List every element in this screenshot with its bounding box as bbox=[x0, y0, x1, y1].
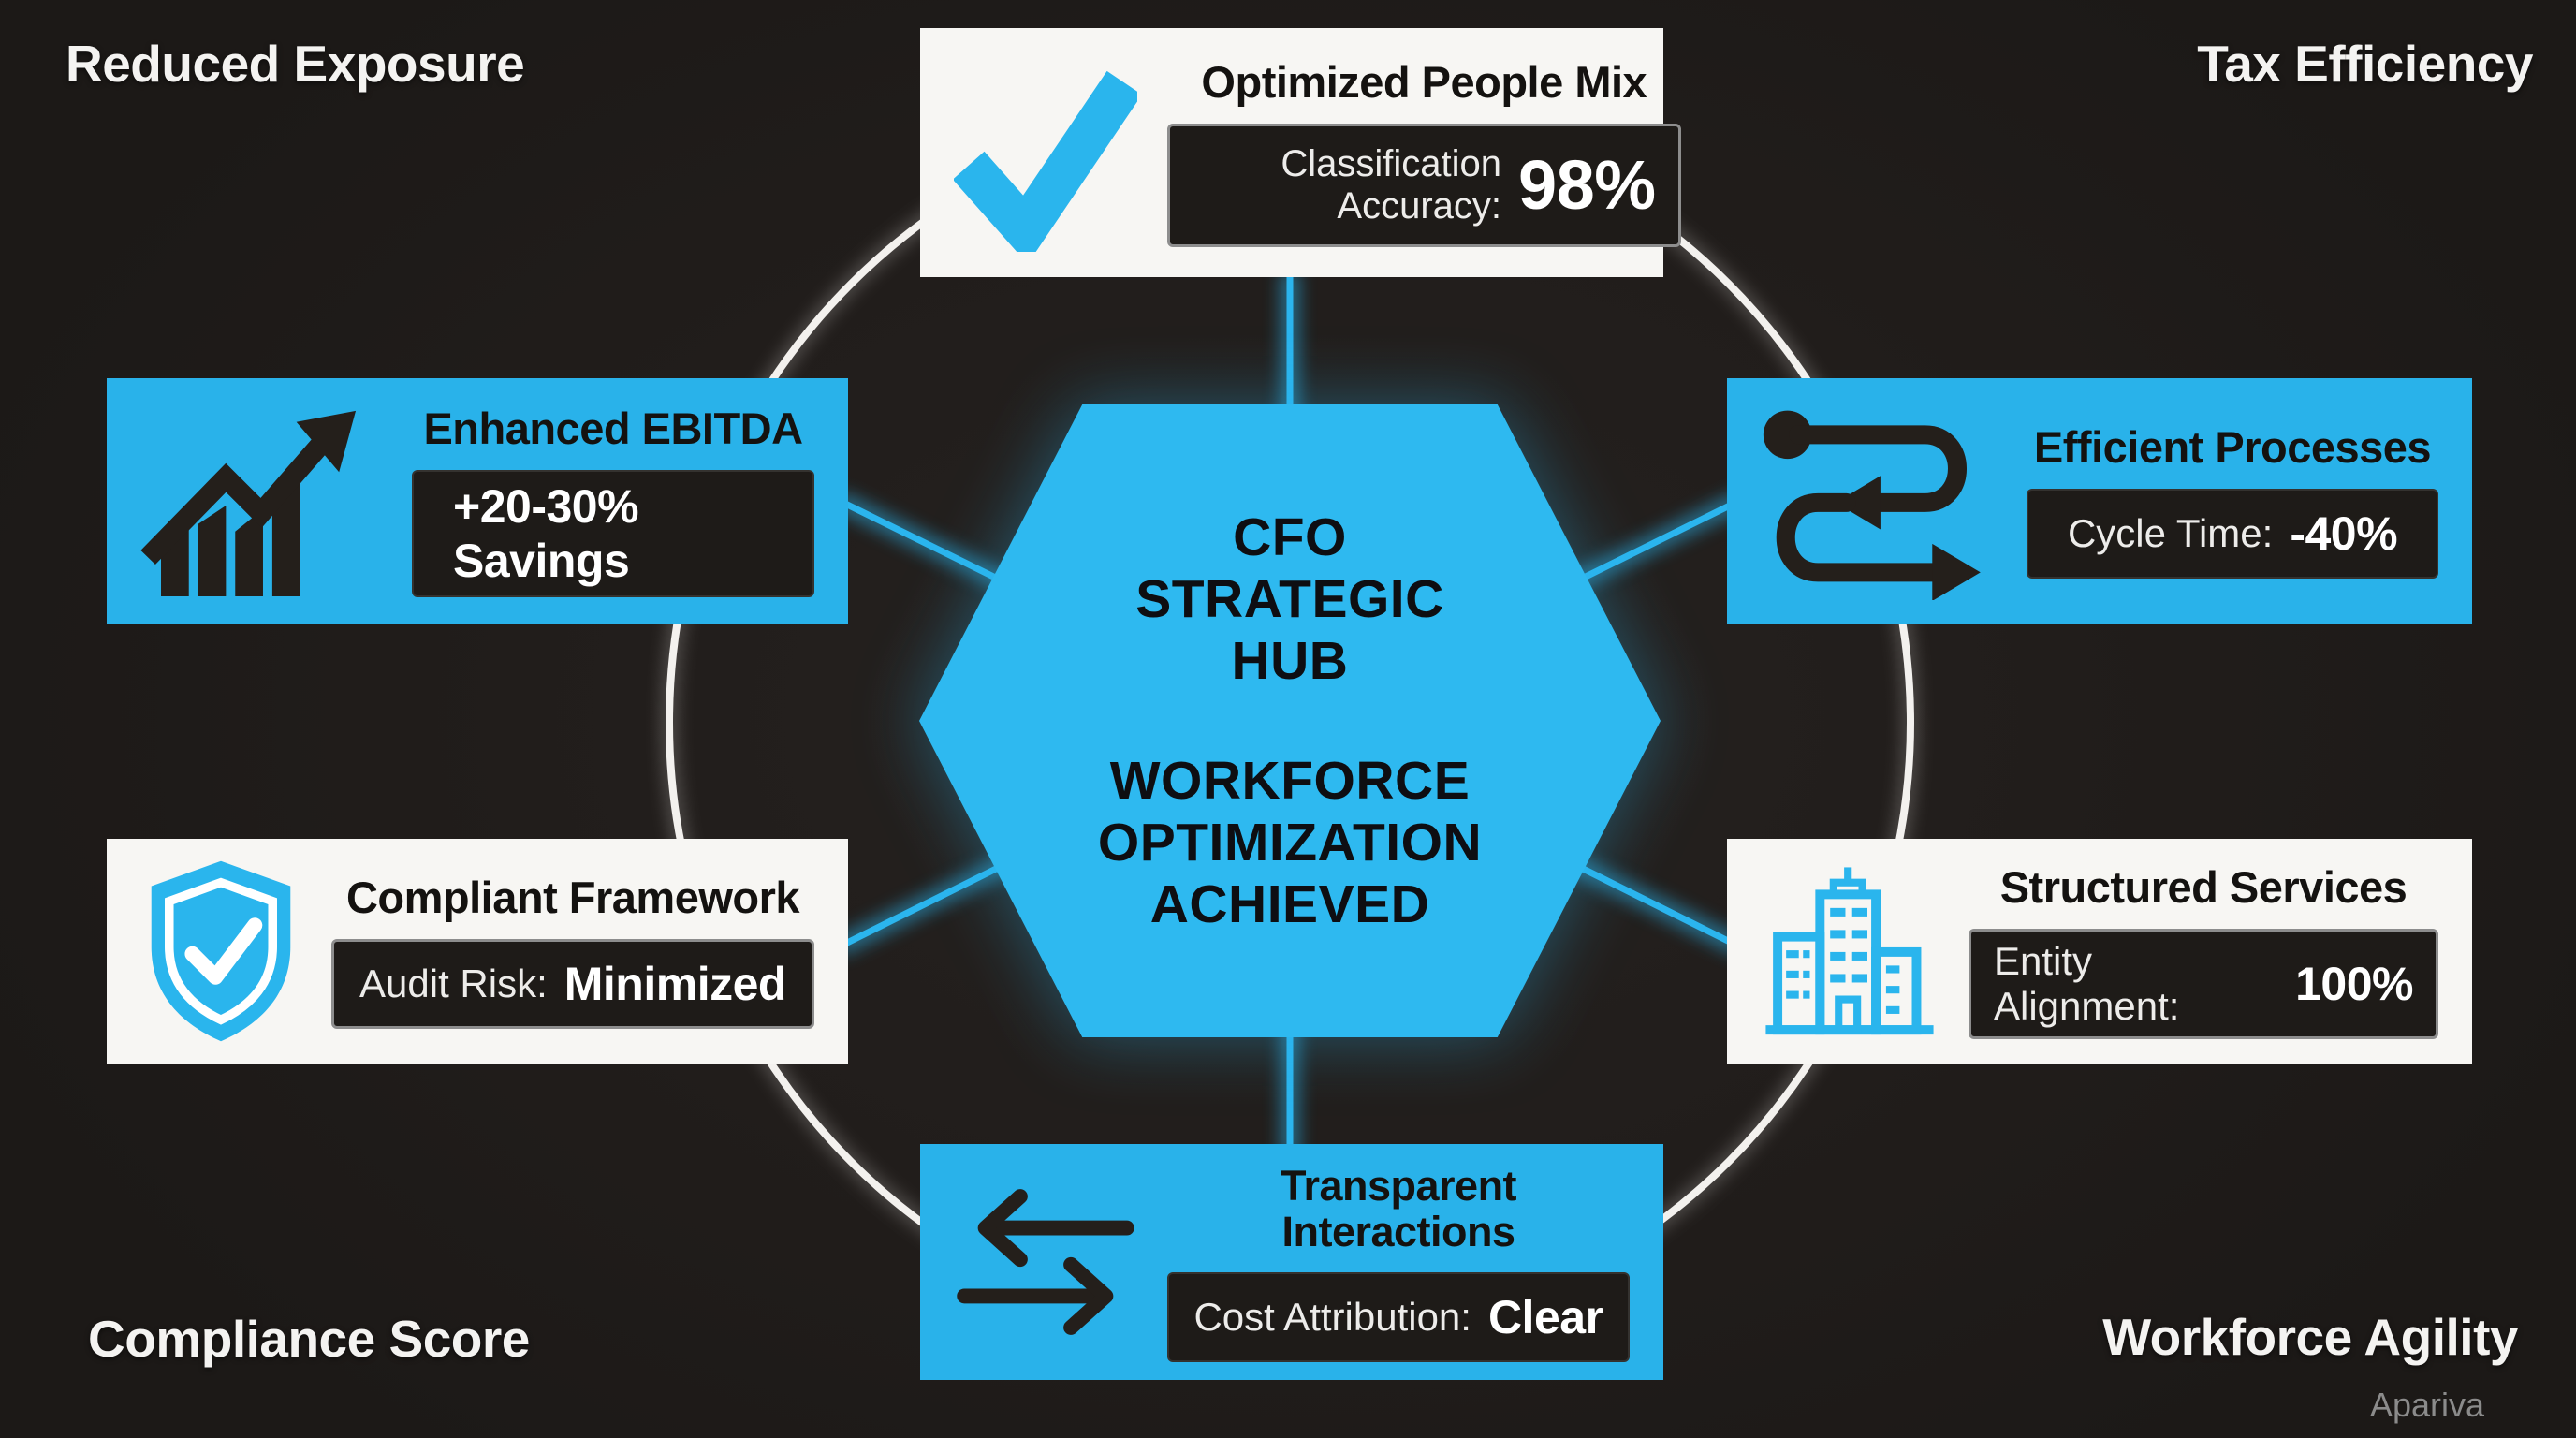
node-efficient-processes: Efficient Processes Cycle Time: -40% bbox=[1727, 378, 2472, 624]
hub-title-line: HUB bbox=[1231, 630, 1349, 691]
node-compliant-framework: Compliant Framework Audit Risk: Minimize… bbox=[107, 839, 848, 1064]
hub-title-line: CFO bbox=[1233, 506, 1347, 567]
hub-subtitle-line: WORKFORCE bbox=[1109, 751, 1471, 811]
node-structured-services: Structured Services Entity Alignment: 10… bbox=[1727, 839, 2472, 1064]
metric-badge: Classification Accuracy: 98% bbox=[1167, 123, 1681, 247]
metric-label: Cost Attribution: bbox=[1193, 1294, 1471, 1339]
node-title: Efficient Processes bbox=[2033, 422, 2432, 473]
check-icon bbox=[954, 70, 1137, 252]
metric-value: Minimized bbox=[564, 957, 787, 1010]
node-title: Optimized People Mix bbox=[1201, 57, 1647, 108]
node-enhanced-ebitda: Enhanced EBITDA +20-30% Savings bbox=[107, 378, 848, 624]
metric-badge: Cycle Time: -40% bbox=[2027, 488, 2438, 579]
metric-badge: Audit Risk: Minimized bbox=[331, 938, 814, 1029]
metric-badge: +20-30% Savings bbox=[412, 469, 814, 597]
node-title: Enhanced EBITDA bbox=[423, 404, 803, 454]
shield-check-icon bbox=[151, 860, 291, 1042]
corner-label-top-left: Reduced Exposure bbox=[66, 35, 525, 93]
node-optimized-people-mix: Optimized People Mix Classification Accu… bbox=[920, 28, 1681, 277]
node-title: Structured Services bbox=[1999, 862, 2408, 913]
node-title: Compliant Framework bbox=[345, 873, 800, 923]
corner-label-top-right: Tax Efficiency bbox=[2197, 35, 2533, 93]
metric-value: Clear bbox=[1487, 1290, 1603, 1343]
metric-label: Audit Risk: bbox=[359, 961, 548, 1005]
metric-badge: Entity Alignment: 100% bbox=[1969, 928, 2438, 1039]
watermark: Apariva bbox=[2369, 1386, 2484, 1424]
hub-subtitle-line: ACHIEVED bbox=[1149, 874, 1430, 935]
transfer-arrows-icon bbox=[957, 1189, 1134, 1335]
metric-label: Cycle Time: bbox=[2067, 510, 2274, 555]
central-hub-hexagon: CFO STRATEGIC HUB WORKFORCE OPTIMIZATION… bbox=[919, 404, 1661, 1037]
node-transparent-interactions: Transparent Interactions Cost Attributio… bbox=[920, 1144, 1663, 1380]
metric-value: 98% bbox=[1518, 146, 1656, 225]
metric-value: +20-30% Savings bbox=[453, 479, 639, 587]
metric-label: Entity Alignment: bbox=[1994, 938, 2180, 1028]
corner-label-bottom-right: Workforce Agility bbox=[2102, 1308, 2518, 1366]
metric-value: -40% bbox=[2290, 506, 2398, 560]
process-flow-icon bbox=[1763, 410, 1981, 600]
hub-title: CFO STRATEGIC HUB bbox=[1135, 506, 1444, 692]
bar-chart-growth-icon bbox=[140, 410, 357, 597]
hub-title-line: STRATEGIC bbox=[1135, 568, 1444, 629]
metric-value: 100% bbox=[2295, 957, 2413, 1010]
central-hub-face: CFO STRATEGIC HUB WORKFORCE OPTIMIZATION… bbox=[919, 404, 1661, 1037]
buildings-icon bbox=[1765, 867, 1934, 1035]
metric-badge: Cost Attribution: Clear bbox=[1167, 1271, 1630, 1362]
node-title: Transparent Interactions bbox=[1280, 1161, 1517, 1255]
hub-subtitle-line: OPTIMIZATION bbox=[1097, 813, 1483, 873]
hub-subtitle: WORKFORCE OPTIMIZATION ACHIEVED bbox=[1098, 750, 1482, 935]
metric-label: Classification Accuracy: bbox=[1281, 143, 1501, 227]
corner-label-bottom-left: Compliance Score bbox=[88, 1310, 530, 1368]
